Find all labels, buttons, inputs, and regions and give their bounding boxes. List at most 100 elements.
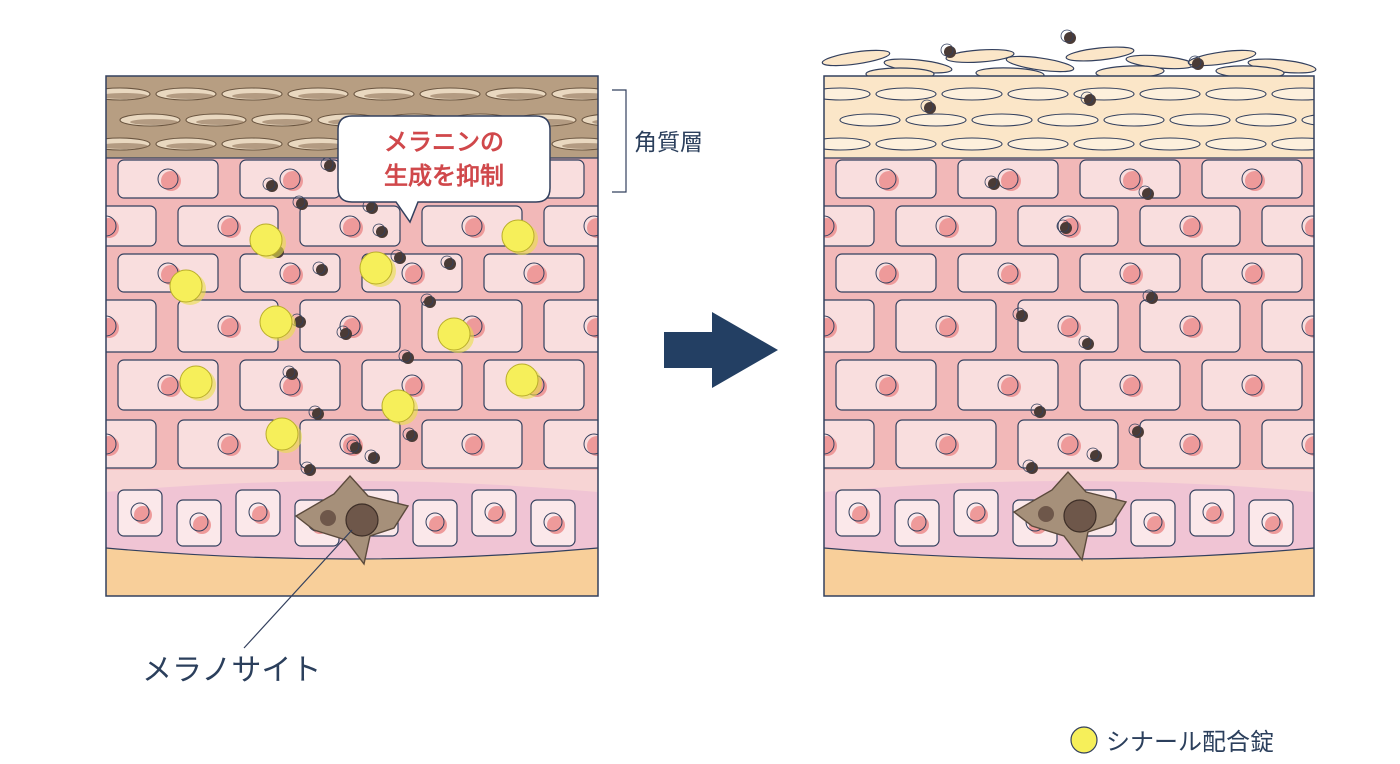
- cell-nucleus-outline: [1301, 215, 1314, 237]
- left-fat-layer: [106, 548, 598, 596]
- cell-nucleus: [939, 436, 959, 456]
- cell-nucleus-outline: [106, 215, 117, 237]
- melanin-outline: [1030, 403, 1044, 417]
- melanin-outline: [1138, 185, 1152, 199]
- cell-nucleus-outline: [935, 315, 957, 337]
- melanin-outline: [336, 325, 350, 339]
- melanin-outline: [420, 293, 434, 307]
- corneum-shadow: [130, 119, 178, 125]
- corneum-shadow: [496, 93, 544, 99]
- cell-nucleus: [587, 318, 598, 338]
- cell-nucleus-outline: [583, 215, 598, 237]
- melanin-outline: [1060, 29, 1074, 43]
- skin-cell: [1261, 299, 1314, 353]
- cell-nucleus-outline: [401, 262, 423, 284]
- skin-cell: [543, 205, 598, 247]
- cell-nucleus-outline: [157, 168, 179, 190]
- shedding-flake: [821, 49, 891, 67]
- corneum-flake: [1037, 113, 1099, 127]
- vitamin-c-dot: [437, 317, 471, 351]
- corneum-flake: [1301, 114, 1314, 126]
- corneum-flake: [875, 137, 937, 151]
- cell-nucleus: [1123, 265, 1143, 285]
- cell-nucleus: [161, 171, 181, 191]
- melanocyte-label: メラノサイト: [142, 653, 321, 688]
- melanin-outline: [1188, 55, 1202, 69]
- corneum-shadow: [430, 93, 478, 99]
- cell-nucleus: [939, 218, 959, 238]
- cell-nucleus-outline: [1179, 215, 1201, 237]
- cell-nucleus-outline: [583, 433, 598, 455]
- cell-nucleus: [1061, 436, 1081, 456]
- basal-nucleus: [134, 506, 152, 524]
- cell-nucleus: [587, 218, 598, 238]
- cell-nucleus: [221, 318, 241, 338]
- vitamin-c-dot: [169, 269, 203, 303]
- melanin-outline: [940, 43, 954, 57]
- melanin-outline: [1080, 91, 1094, 105]
- corneum-shadow: [592, 120, 598, 124]
- cell-nucleus-outline: [875, 374, 897, 396]
- skin-cell: [1261, 205, 1314, 247]
- melanocyte-nucleus: [1063, 499, 1097, 533]
- melanin-outline: [398, 349, 412, 363]
- skin-cell: [824, 299, 875, 353]
- stratum-corneum-label: 角質層: [634, 130, 703, 156]
- cell-nucleus: [1245, 377, 1265, 397]
- corneum-flake: [971, 113, 1033, 127]
- melanin-outline: [300, 461, 314, 475]
- shedding-flake: [1065, 46, 1135, 62]
- cell-nucleus-outline: [875, 168, 897, 190]
- cell-nucleus-outline: [935, 215, 957, 237]
- bubble-line-1: メラニンの: [384, 128, 504, 156]
- basal-nucleus: [547, 516, 565, 534]
- corneum-flake: [824, 87, 871, 101]
- cell-nucleus: [649, 171, 669, 191]
- corneum-shadow: [196, 119, 244, 125]
- vitamin-c-dot: [359, 251, 393, 285]
- melanocyte-pointer-line: [243, 529, 353, 649]
- cell-nucleus: [405, 265, 425, 285]
- melanin-outline: [440, 255, 454, 269]
- basal-nucleus: [1206, 506, 1224, 524]
- stratum-corneum-bracket: 角質層: [612, 89, 703, 193]
- cell-nucleus-outline: [646, 169, 666, 189]
- skin-cell: [106, 299, 157, 353]
- corneum-flake: [1139, 137, 1201, 151]
- right-melanocyte: [1012, 470, 1128, 562]
- shedding-flake: [1187, 49, 1257, 67]
- cell-nucleus-outline: [1241, 374, 1263, 396]
- cell-nucleus-outline: [1057, 215, 1079, 237]
- cell-nucleus-outline: [1241, 262, 1263, 284]
- cell-nucleus-outline: [1057, 433, 1079, 455]
- melanin-outline: [364, 449, 378, 463]
- shedding-flake: [1005, 55, 1075, 73]
- cell-nucleus-outline: [523, 262, 545, 284]
- vitamin-c-dot: [505, 363, 539, 397]
- melanocyte-granule: [320, 510, 336, 526]
- corneum-shadow: [106, 143, 148, 149]
- melanin-outline: [1086, 447, 1100, 461]
- basal-nucleus-outline: [1261, 512, 1281, 532]
- basal-nucleus-outline: [484, 502, 504, 522]
- corneum-shadow: [262, 119, 310, 125]
- cell-nucleus-outline: [461, 433, 483, 455]
- cell-nucleus: [1123, 171, 1143, 191]
- cell-nucleus: [343, 218, 363, 238]
- cell-nucleus-outline: [1119, 374, 1141, 396]
- cell-nucleus-outline: [217, 215, 239, 237]
- basal-nucleus: [1265, 516, 1283, 534]
- vitamin-c-dot: [501, 219, 535, 253]
- cell-nucleus-outline: [583, 315, 598, 337]
- skin-cell: [606, 254, 706, 292]
- vitamin-c-dot: [259, 305, 293, 339]
- cell-nucleus-outline: [875, 262, 897, 284]
- melanocyte-nucleus: [345, 503, 379, 537]
- corneum-flake: [839, 113, 901, 127]
- basal-nucleus: [252, 506, 270, 524]
- cell-nucleus: [465, 218, 485, 238]
- basal-nucleus-outline: [130, 502, 150, 522]
- cell-nucleus-outline: [106, 315, 117, 337]
- corneum-shadow: [166, 93, 214, 99]
